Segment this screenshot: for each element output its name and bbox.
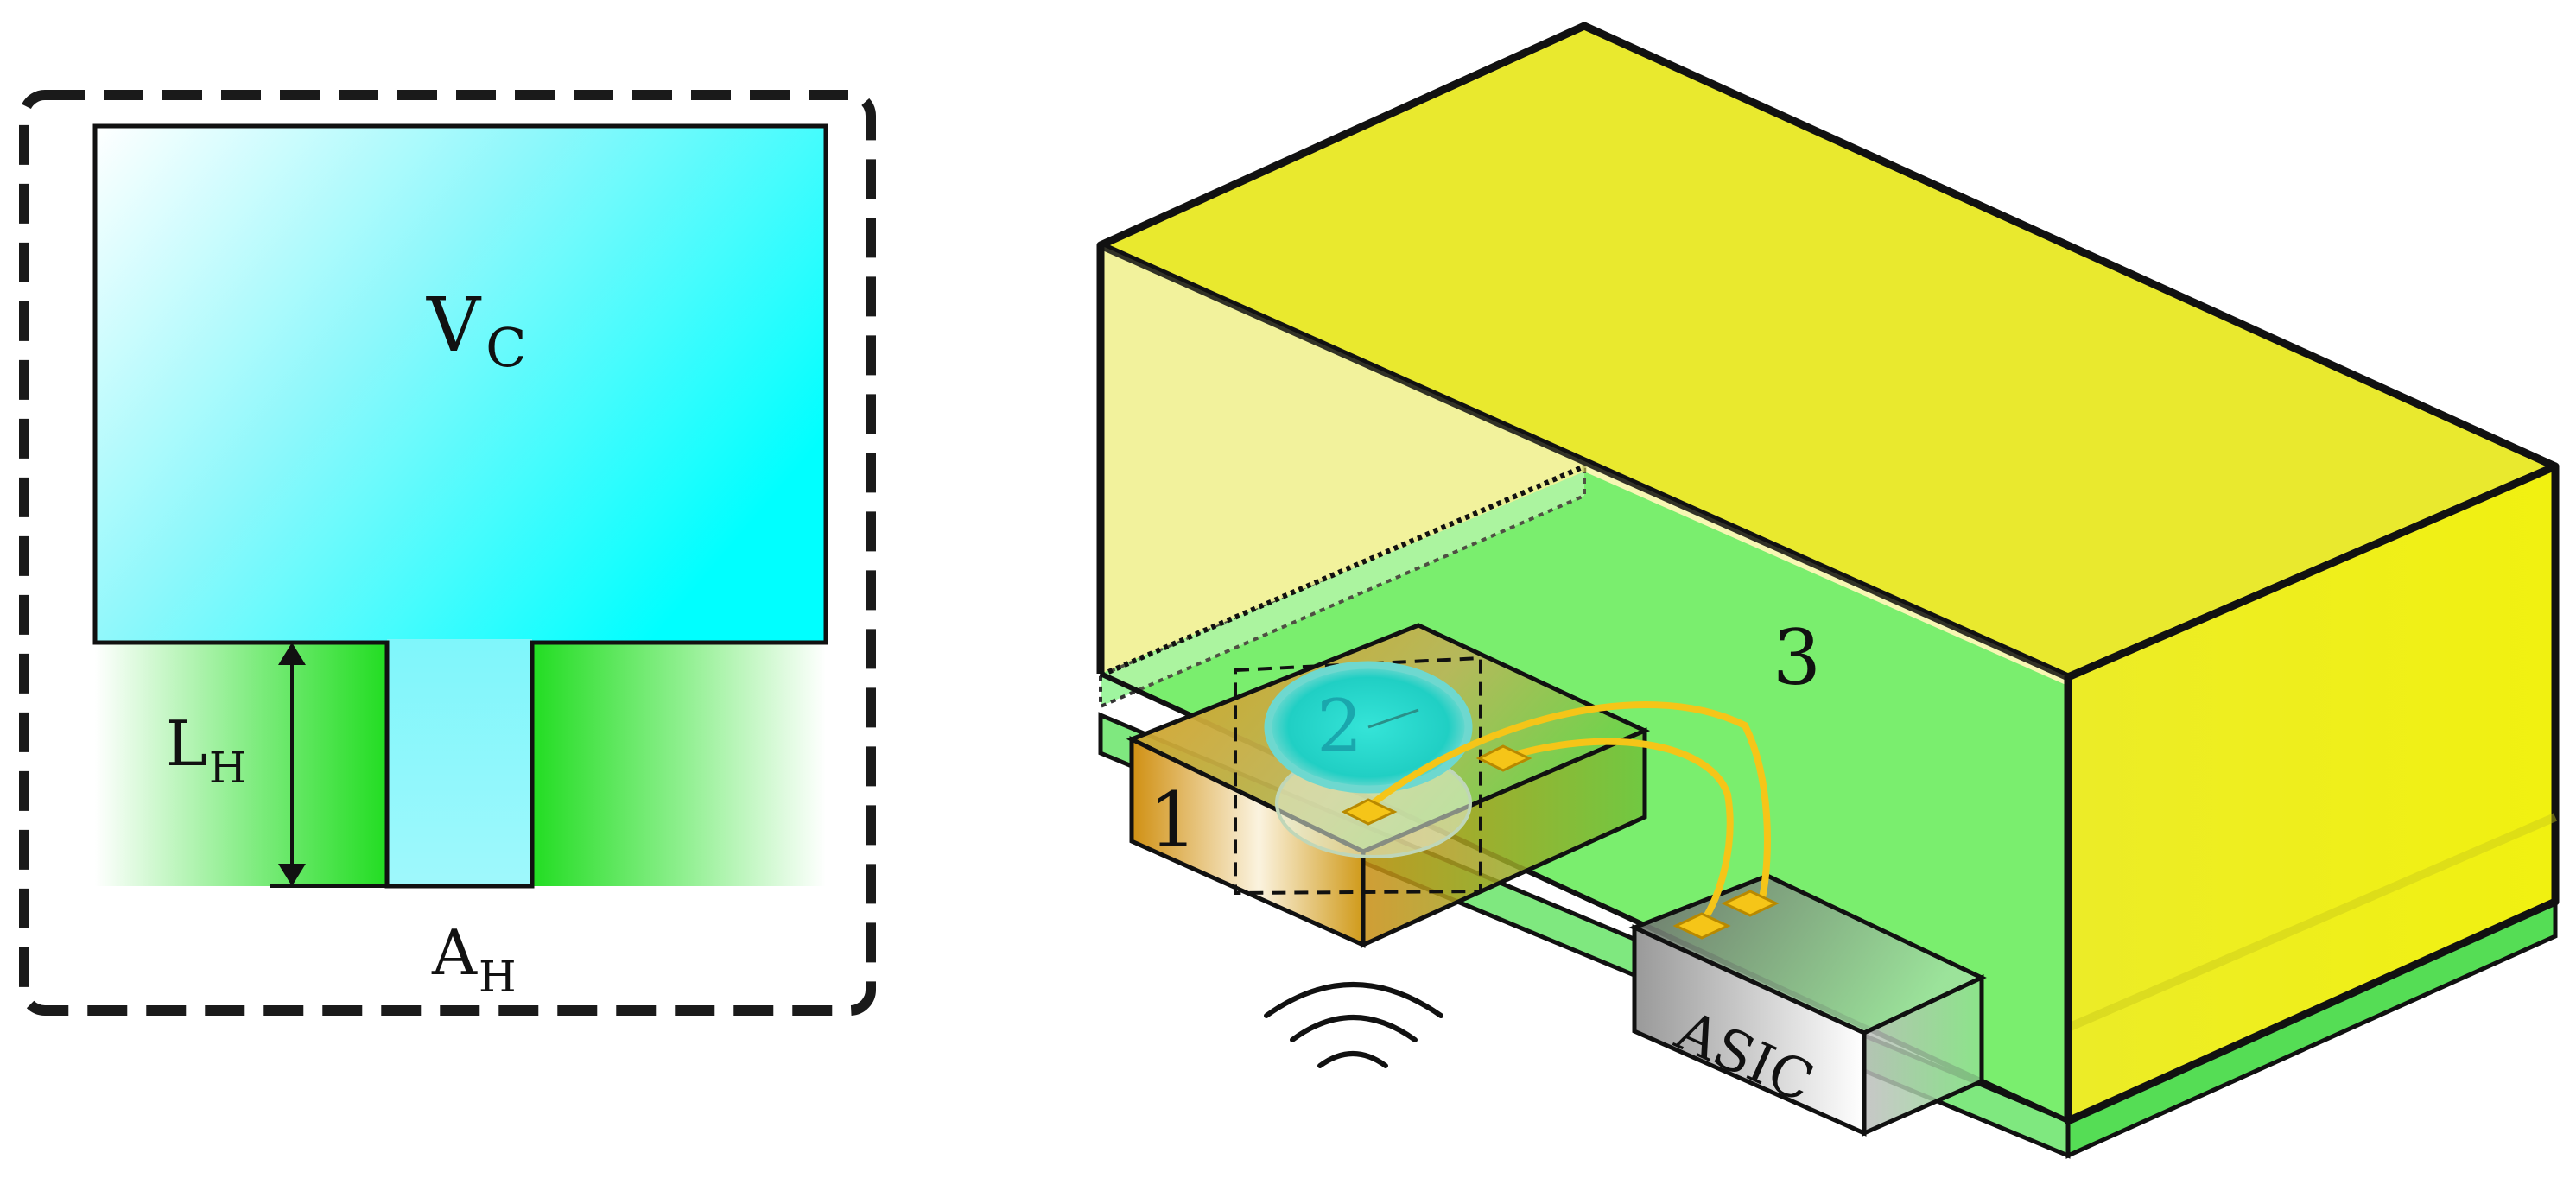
neck-length-label: LH bbox=[166, 707, 246, 793]
back-volume-label: 3 bbox=[1773, 613, 1821, 702]
neck-area-label: AH bbox=[431, 916, 517, 1002]
asic-chip: ASIC bbox=[1628, 873, 1987, 1137]
bond-pad-mems-2 bbox=[1475, 744, 1532, 772]
green-substrate-right bbox=[532, 643, 826, 886]
helmholtz-panel: VC LH AH bbox=[19, 90, 876, 1016]
mems-backplate-dashed bbox=[1234, 656, 1482, 896]
neck-length-dimension-arrow bbox=[278, 643, 306, 886]
helmholtz-cavity bbox=[95, 126, 826, 643]
package-panel: 1 2 ASIC 3 bbox=[1096, 22, 2560, 1159]
helmholtz-neck bbox=[387, 639, 532, 886]
bond-wires bbox=[1341, 701, 1780, 940]
bond-wire-1 bbox=[1364, 701, 1771, 899]
dashed-boundary bbox=[19, 90, 876, 1016]
green-substrate-left bbox=[95, 643, 387, 886]
membrane-label: 2 bbox=[1317, 684, 1362, 769]
bond-wire-2 bbox=[1501, 738, 1734, 923]
sound-wave-icon bbox=[1264, 982, 1443, 1068]
bond-pad-asic-2 bbox=[1721, 890, 1780, 917]
cavity-volume-label: VC bbox=[426, 282, 527, 379]
bond-pad-asic-1 bbox=[1672, 912, 1731, 940]
bond-pad-mems-1 bbox=[1341, 798, 1398, 826]
mems-chip-label: 1 bbox=[1149, 776, 1197, 864]
back-wall-strip bbox=[1099, 463, 1586, 710]
